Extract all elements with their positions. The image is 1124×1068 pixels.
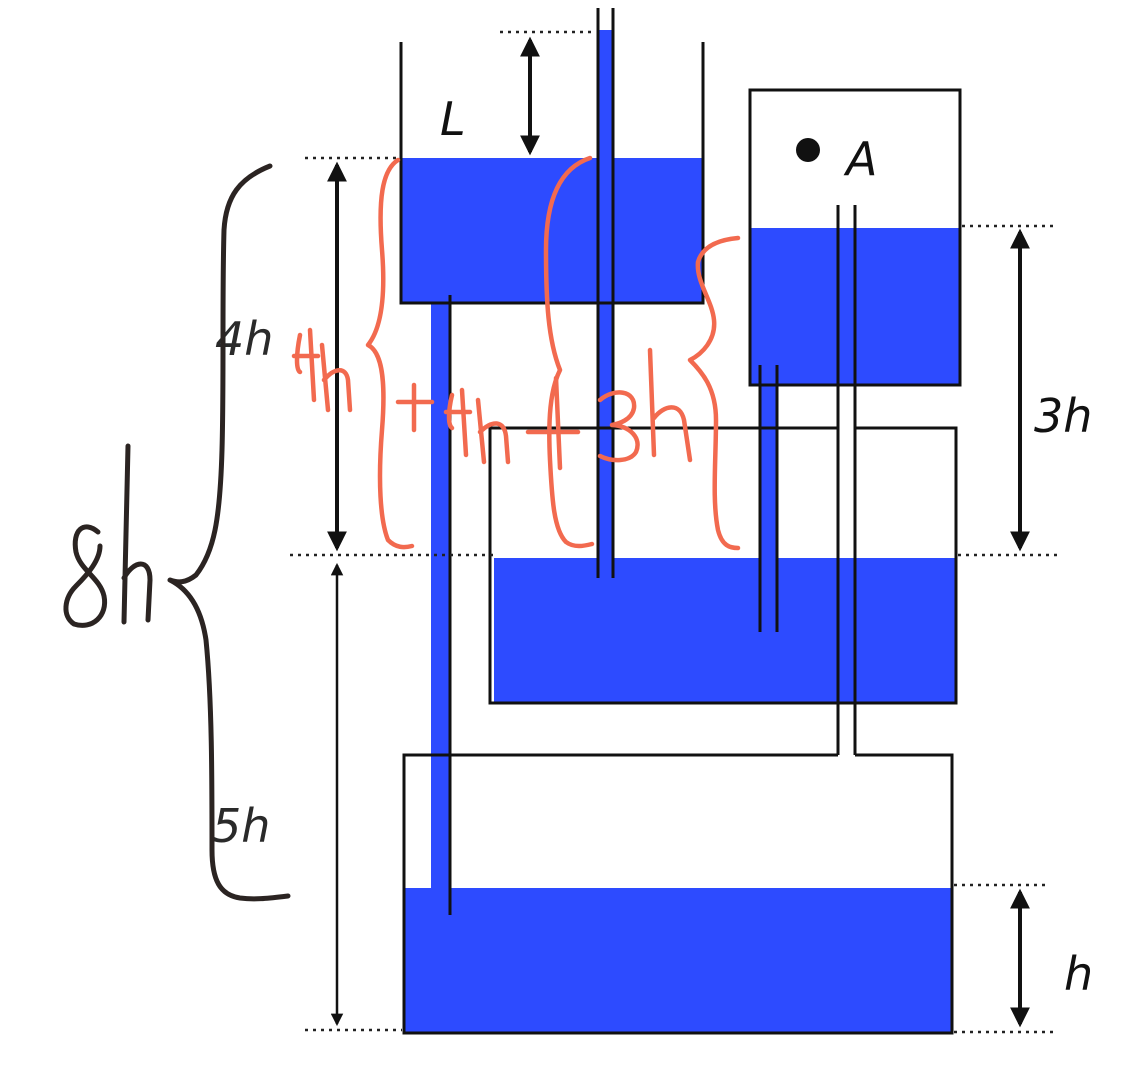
dark-8 — [63, 524, 108, 628]
label-5h: 5h — [212, 799, 270, 853]
reference-lines — [290, 30, 1060, 1034]
handwritten-dark-total — [63, 163, 291, 902]
red-brace-3 — [687, 235, 741, 551]
middle-vessel-water — [494, 558, 956, 703]
point-A-dot — [796, 138, 820, 162]
red-brace-1 — [365, 157, 415, 550]
bottom-vessel-wall — [402, 753, 954, 1035]
label-3h: 3h — [1034, 389, 1092, 443]
red-3h — [597, 347, 693, 463]
label-A: A — [843, 132, 877, 186]
red-brace-2 — [543, 155, 595, 549]
red-plus-1 — [395, 382, 435, 433]
dimension-arrows — [327, 36, 1030, 1028]
red-4h-first — [291, 327, 353, 413]
red-4h-second — [443, 387, 511, 465]
top-left-vessel-wall — [399, 42, 705, 305]
label-L: L — [440, 92, 466, 146]
dark-brace — [167, 163, 291, 902]
left-pipe-water — [431, 300, 450, 890]
label-h: h — [1064, 947, 1093, 1001]
A-drain-tube-water — [760, 365, 777, 630]
bottom-vessel-water — [404, 888, 952, 1033]
handwritten-red-sum — [291, 155, 741, 551]
vessel-walls — [399, 8, 962, 1035]
red-plus-2 — [525, 375, 581, 471]
top-left-vessel-water — [401, 158, 703, 303]
dark-h — [121, 443, 153, 625]
